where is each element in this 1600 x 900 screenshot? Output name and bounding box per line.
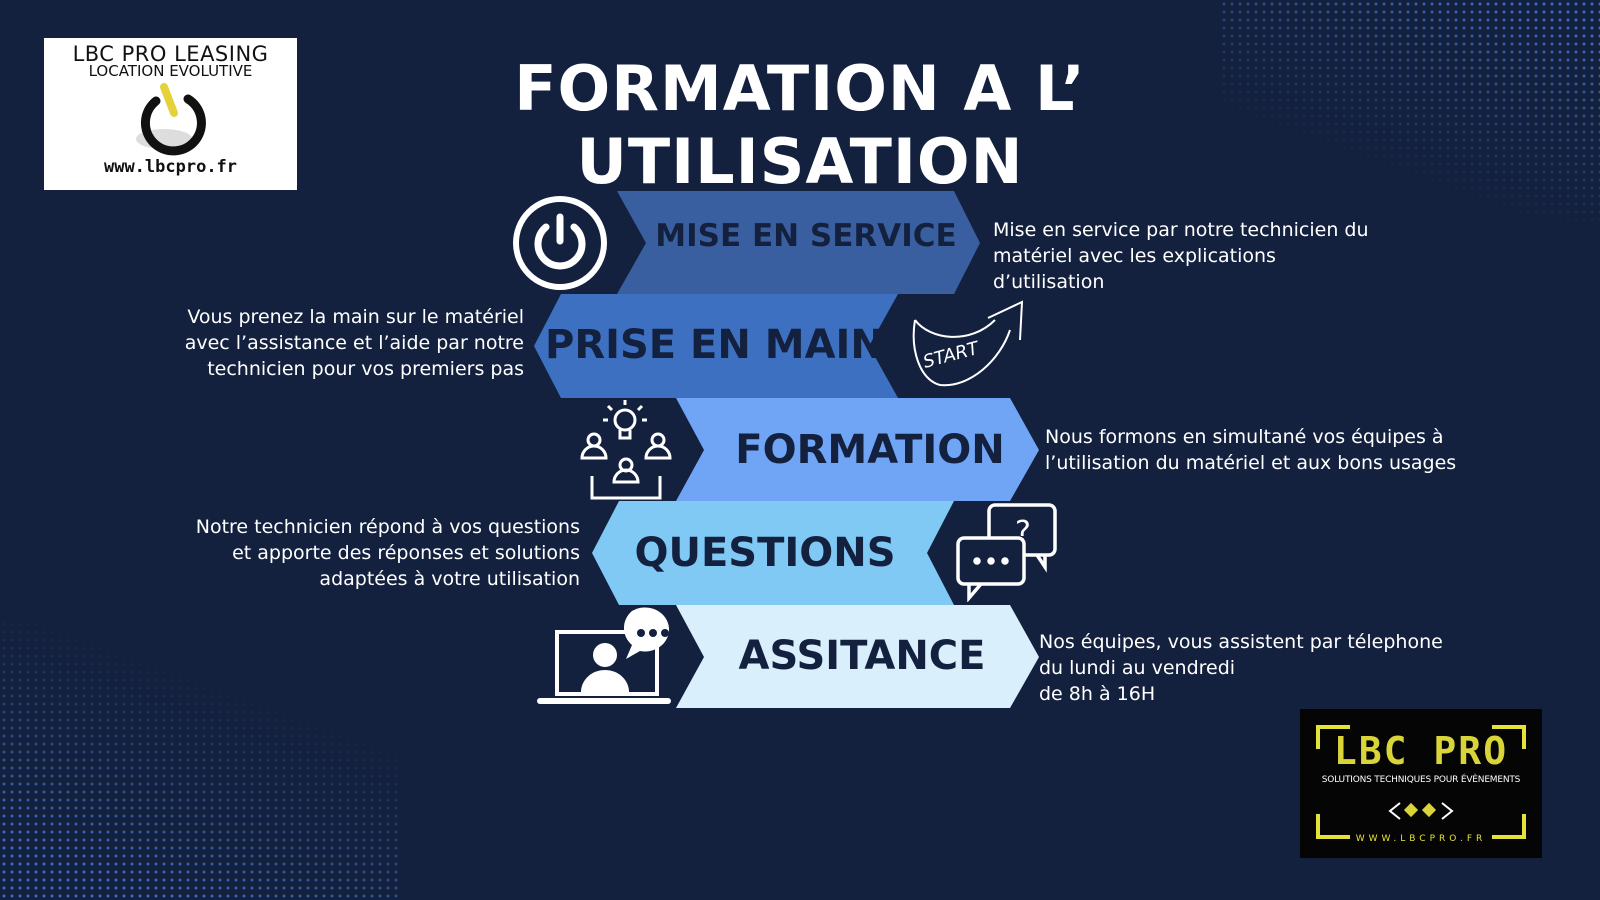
banner-formation — [676, 398, 1039, 501]
step-description-prise-en-main: Vous prenez la main sur le matériel avec… — [185, 304, 524, 382]
desc-line: Mise en service par notre technicien du — [993, 219, 1369, 241]
start-text: START — [921, 337, 983, 372]
lbc-pro-leasing-logo: LBC PRO LEASING LOCATION EVOLUTIVE www.l… — [44, 38, 297, 190]
step-label: FORMATION — [735, 427, 1005, 473]
step-label: MISE EN SERVICE — [655, 218, 957, 254]
desc-line: Nous formons en simultané vos équipes à — [1045, 426, 1444, 448]
power-icon — [513, 196, 607, 290]
desc-line: Notre technicien répond à vos questions — [195, 516, 580, 538]
desc-line: d’utilisation — [993, 271, 1105, 293]
chat-question-icon: ? — [956, 503, 1057, 602]
desc-line: avec l’assistance et l’aide par notre — [184, 332, 524, 354]
desc-line: du lundi au vendredi — [1039, 657, 1236, 679]
desc-line: Vous prenez la main sur le matériel — [187, 306, 524, 328]
step-label: ASSITANCE — [738, 633, 986, 679]
team-idea-icon — [580, 400, 672, 500]
logo-frame-corners — [1316, 725, 1526, 839]
step-description-formation: Nous formons en simultané vos équipes à … — [1045, 424, 1456, 476]
desc-line: l’utilisation du matériel et aux bons us… — [1045, 452, 1457, 474]
desc-line: Nos équipes, vous assistent par télephon… — [1039, 631, 1443, 653]
step-description-questions: Notre technicien répond à vos questions … — [196, 514, 580, 592]
step-label: PRISE EN MAIN — [545, 322, 884, 368]
step-description-assistance: Nos équipes, vous assistent par télephon… — [1039, 629, 1443, 707]
logo-url: WWW.LBCPRO.FR — [1355, 834, 1487, 844]
lbc-pro-logo: LBC PRO SOLUTIONS TECHNIQUES POUR ÉVÈNEM… — [1300, 709, 1542, 858]
desc-line: matériel avec les explications — [993, 245, 1276, 267]
desc-line: et apporte des réponses et solutions — [232, 542, 580, 564]
banner-questions — [592, 501, 954, 605]
page-title: FORMATION A L’ UTILISATION — [514, 52, 1086, 198]
logo-line2: LOCATION EVOLUTIVE — [88, 62, 253, 80]
logo-url: www.lbcpro.fr — [103, 157, 238, 177]
laptop-support-icon — [537, 607, 671, 704]
logo-name: LBC PRO — [1333, 729, 1509, 773]
step-description-mise-en-service: Mise en service par notre technicien du … — [993, 217, 1369, 295]
step-label: QUESTIONS — [634, 530, 896, 576]
desc-line: adaptées à votre utilisation — [319, 568, 580, 590]
desc-line: de 8h à 16H — [1039, 683, 1156, 705]
power-logo-icon — [135, 83, 206, 156]
decorative-dots-top-right — [1220, 0, 1600, 220]
logo-tagline: SOLUTIONS TECHNIQUES POUR ÉVÈNEMENTS — [1321, 775, 1521, 785]
start-arrow-icon: START — [912, 300, 1024, 387]
logo-line1: LBC PRO LEASING — [72, 42, 269, 66]
banner-prise-en-main — [534, 294, 898, 398]
banner-mise-en-service — [617, 191, 980, 294]
desc-line: technicien pour vos premiers pas — [207, 358, 524, 380]
decorative-dots-bottom-left — [0, 620, 400, 900]
banner-assistance — [676, 605, 1039, 708]
